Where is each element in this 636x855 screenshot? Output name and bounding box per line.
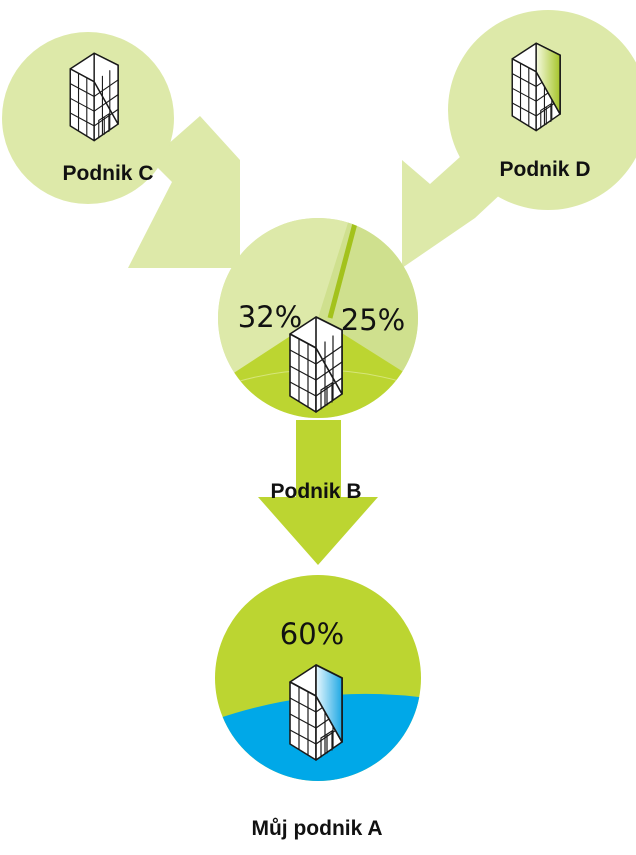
slice-divider (327, 218, 361, 319)
stake-label-c: 32% (238, 300, 302, 334)
stake-label-d: 25% (341, 303, 405, 337)
office-building-icon (289, 664, 343, 761)
arrow-c-to-b (128, 116, 240, 268)
stake-label-a: 60% (280, 617, 344, 651)
office-building-icon (69, 52, 119, 142)
arrow-b-to-a (258, 420, 378, 565)
node-podnik-c: Podnik C (2, 32, 174, 204)
node-podnik-d: Podnik D (448, 10, 636, 210)
node-podnik-c-label: Podnik C (62, 162, 153, 185)
node-podnik-b-label: Podnik B (270, 480, 361, 503)
node-muj-podnik-a: 60% Můj podnik A (215, 575, 421, 840)
node-muj-podnik-a-label: Můj podnik A (251, 817, 382, 840)
office-building-icon (511, 42, 561, 132)
node-podnik-b: 32% 25% Podnik B (218, 218, 418, 503)
node-podnik-d-label: Podnik D (499, 158, 590, 181)
